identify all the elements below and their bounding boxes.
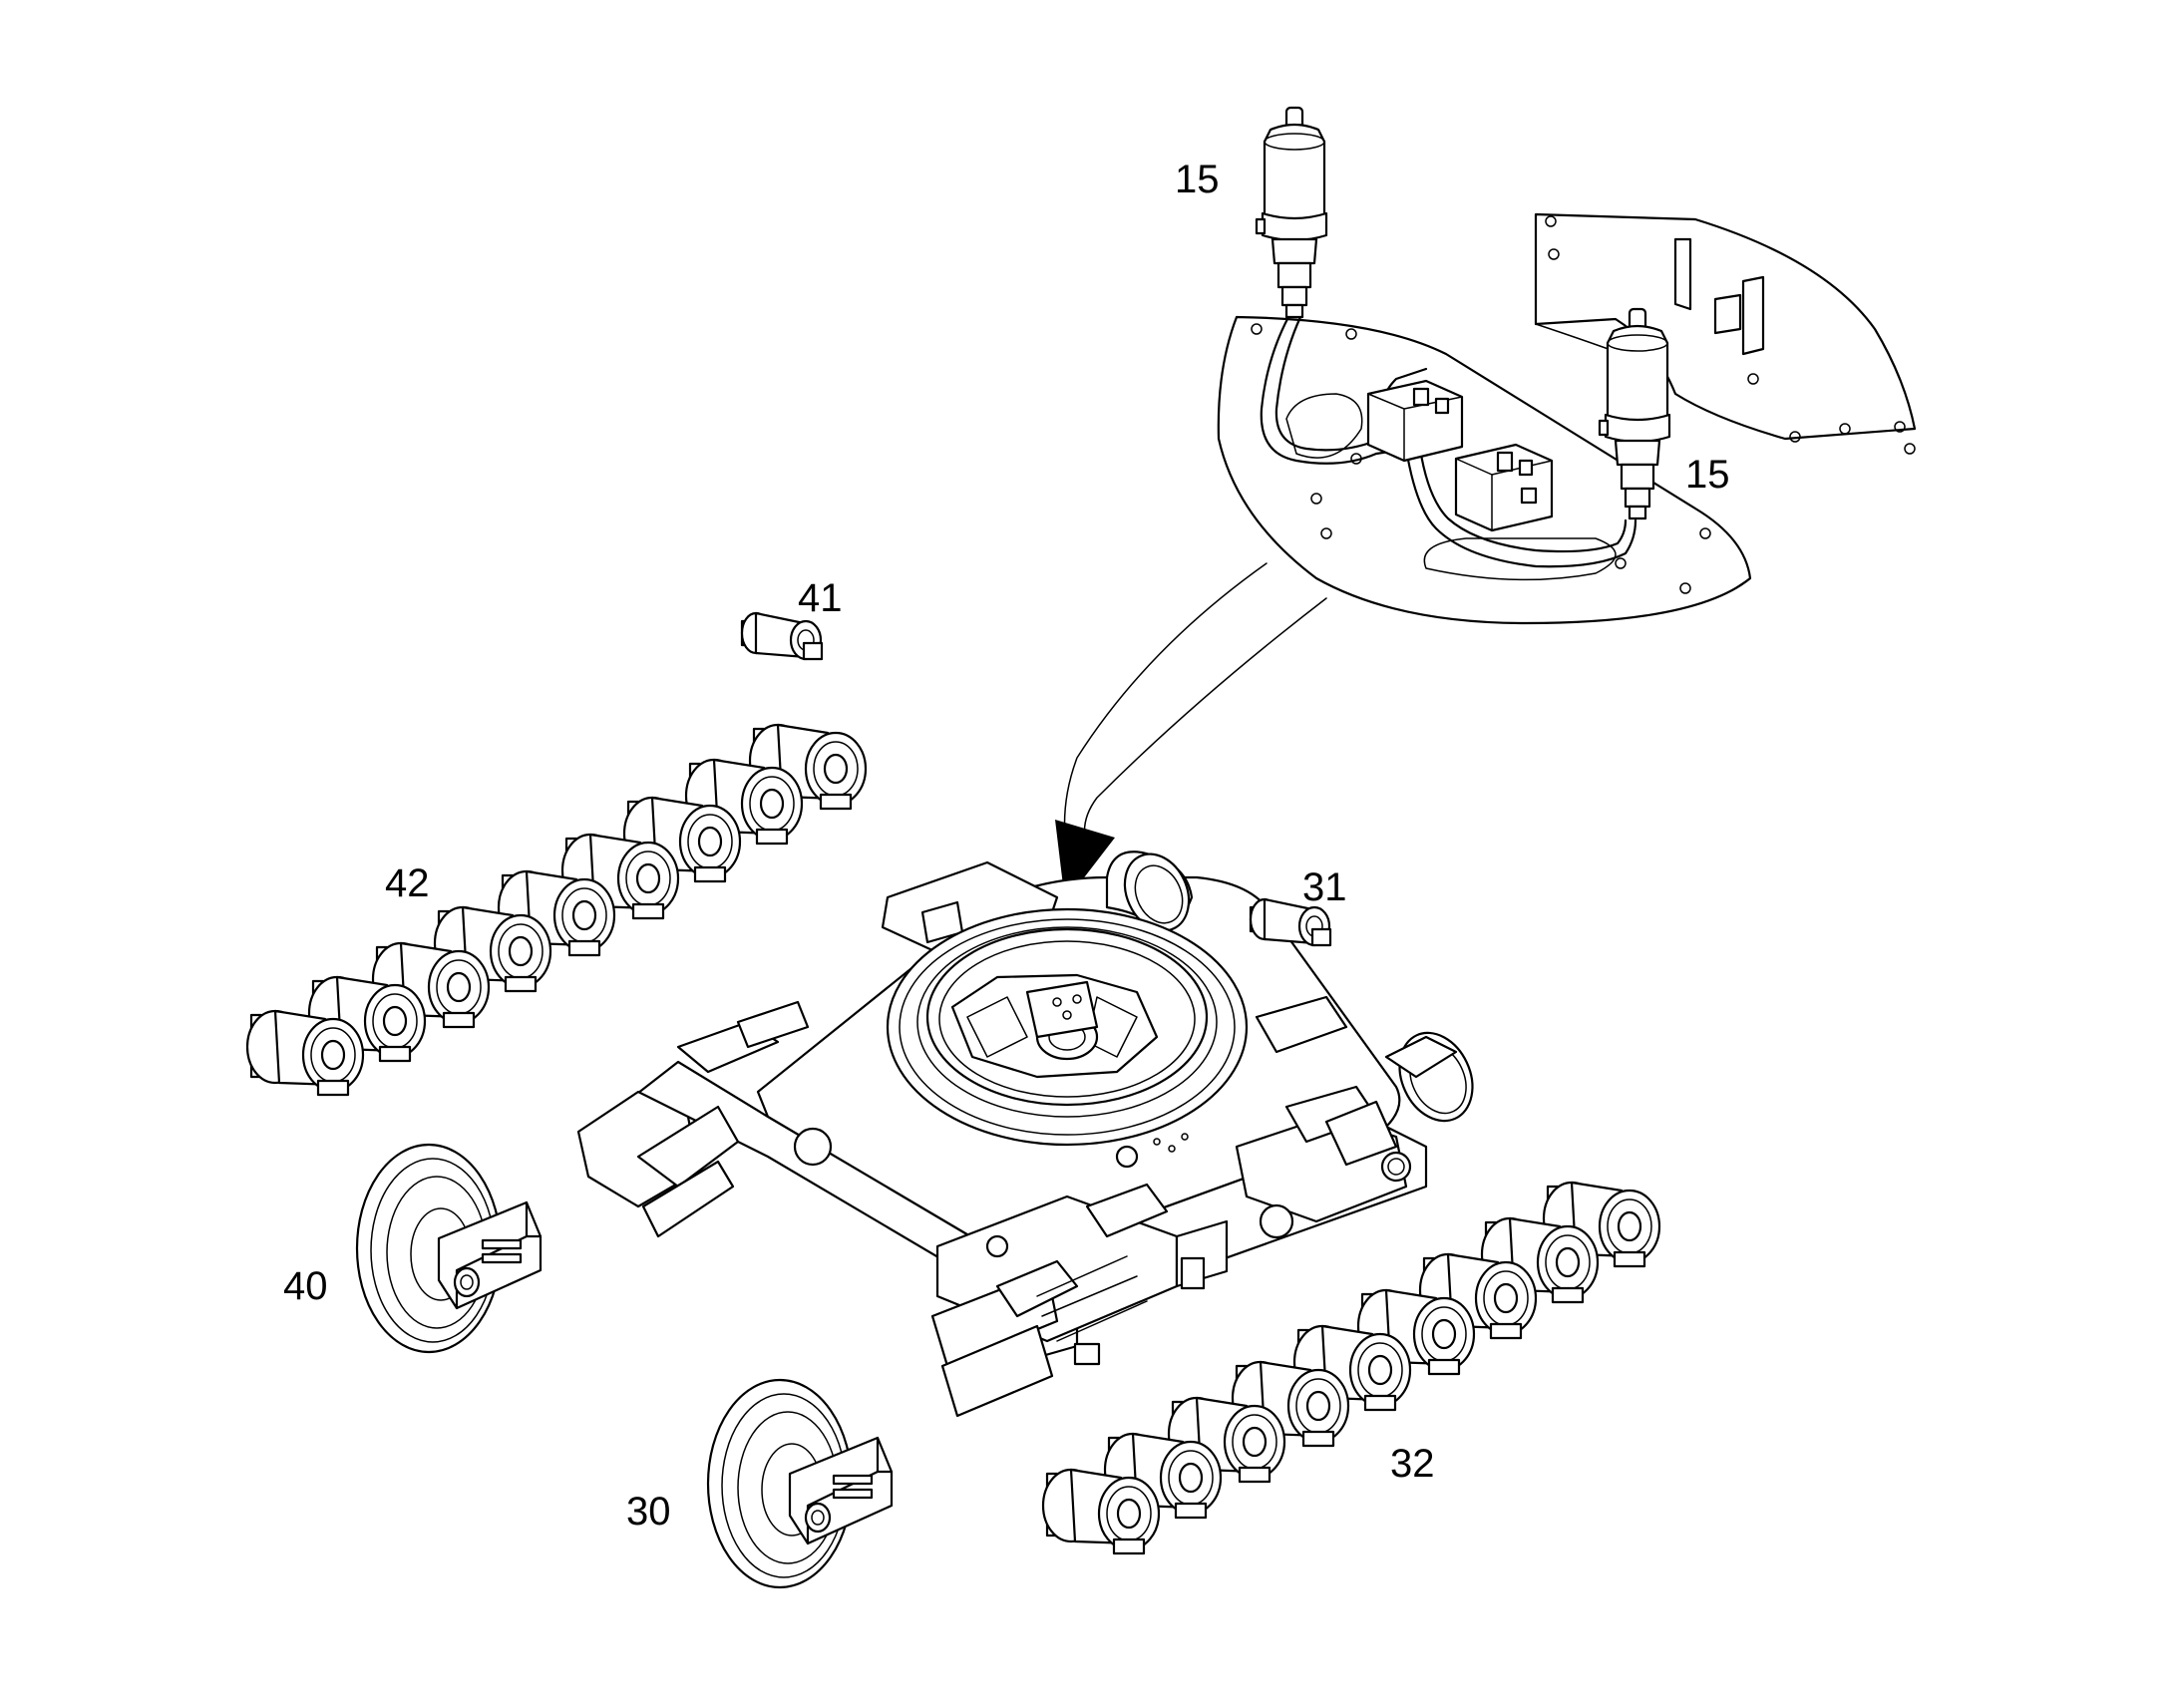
callout-32: 32 (1390, 1442, 1435, 1486)
hydraulic-accumulator-plate-assembly (1217, 106, 1917, 625)
callout-31: 31 (1302, 865, 1347, 909)
front-idler-40 (355, 1143, 543, 1354)
callout-15-right: 15 (1685, 453, 1730, 497)
front-idler-30 (706, 1378, 894, 1589)
undercarriage-frame (576, 851, 1474, 1418)
callout-15-top: 15 (1175, 158, 1220, 201)
callout-42: 42 (385, 861, 430, 905)
callout-30: 30 (626, 1490, 671, 1534)
detail-lead-pointer (1055, 562, 1327, 902)
callout-41: 41 (798, 576, 843, 620)
callout-40: 40 (283, 1264, 328, 1308)
